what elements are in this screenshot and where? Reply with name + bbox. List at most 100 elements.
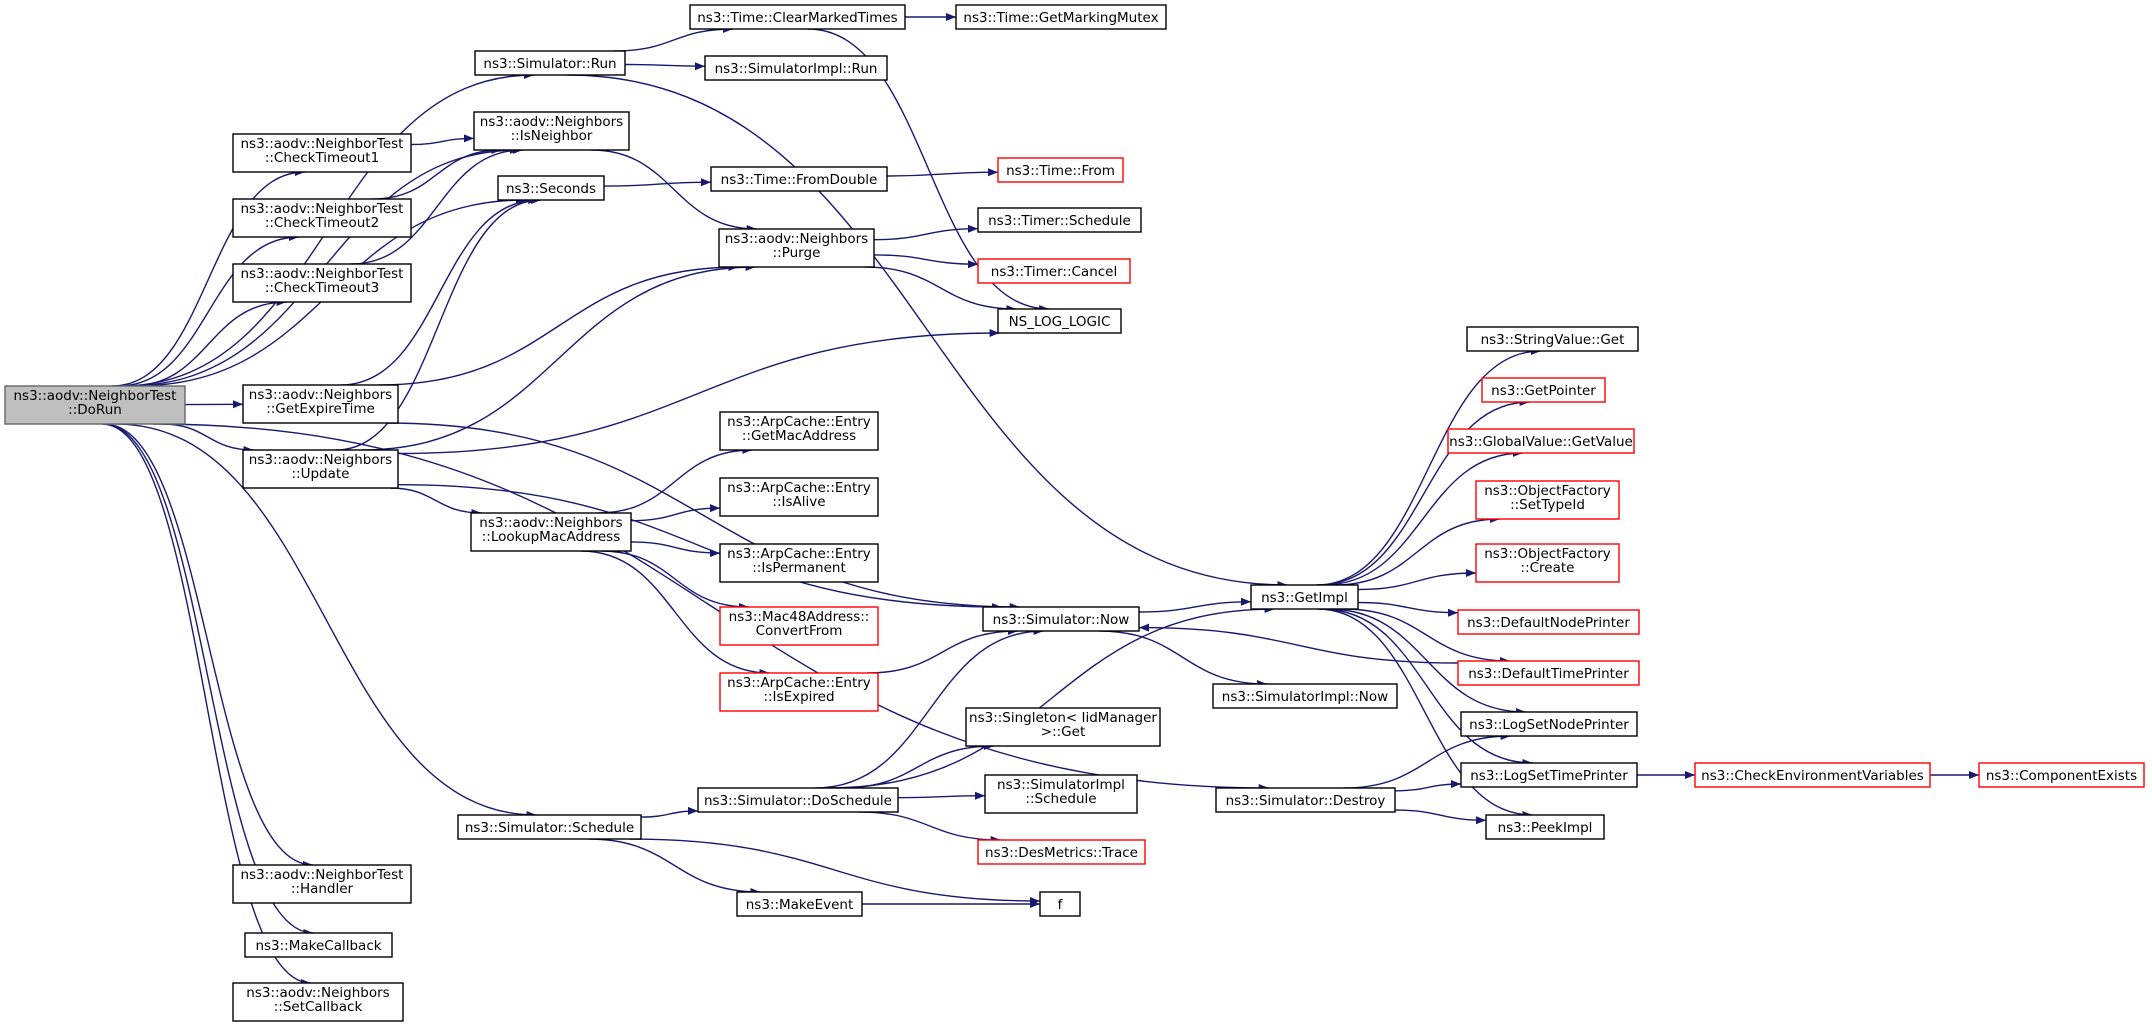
node-compexists[interactable]: ns3::ComponentExists <box>1978 762 2145 788</box>
node-checkenv[interactable]: ns3::CheckEnvironmentVariables <box>1694 762 1931 788</box>
node-defnodeprinter[interactable]: ns3::DefaultNodePrinter <box>1457 609 1640 635</box>
node-box <box>1460 711 1638 737</box>
node-label: ns3::SimulatorImpl::Run <box>715 61 878 77</box>
node-box <box>977 258 1131 284</box>
node-label: ns3::Simulator::Run <box>483 56 616 72</box>
node-label: ns3::Mac48Address:: <box>729 609 870 625</box>
node-label: ns3::Time::From <box>1006 163 1115 179</box>
edge-getexpire-to-purge <box>378 263 739 386</box>
node-globalget[interactable]: ns3::GlobalValue::GetValue <box>1447 428 1635 454</box>
node-getmacaddr[interactable]: ns3::ArpCache::Entry::GetMacAddress <box>719 411 879 451</box>
node-lookupmac[interactable]: ns3::aodv::Neighbors::LookupMacAddress <box>470 512 632 552</box>
edge-fromdouble-to-timefrom <box>886 168 999 177</box>
edge-getexpire-to-simnow <box>385 422 1020 611</box>
node-convertfrom[interactable]: ns3::Mac48Address::ConvertFrom <box>719 606 879 646</box>
node-isexpired[interactable]: ns3::ArpCache::Entry::IsExpired <box>719 672 879 712</box>
node-label: ns3::aodv::NeighborTest <box>14 388 177 404</box>
edge-doschedule-to-singleton <box>841 742 995 789</box>
node-box <box>1694 762 1931 788</box>
node-destroy[interactable]: ns3::Simulator::Destroy <box>1215 787 1396 813</box>
node-makecallback[interactable]: ns3::MakeCallback <box>244 932 393 958</box>
edge-simschedule-to-f <box>629 838 1041 905</box>
node-label: ::CheckTimeout2 <box>265 215 379 231</box>
node-simnow[interactable]: ns3::Simulator::Now <box>982 606 1140 632</box>
node-box <box>1457 609 1640 635</box>
edge-isexpired-to-simnow <box>867 627 1018 674</box>
node-stringget[interactable]: ns3::StringValue::Get <box>1466 326 1639 352</box>
node-implschedule[interactable]: ns3::SimulatorImpl::Schedule <box>984 774 1138 814</box>
node-label: ns3::aodv::NeighborTest <box>241 201 404 217</box>
edge-getimpl-to-defnodeprinter <box>1357 601 1459 617</box>
node-isneighbor[interactable]: ns3::aodv::Neighbors::IsNeighbor <box>473 111 630 151</box>
node-clearmarked[interactable]: ns3::Time::ClearMarkedTimes <box>689 4 906 30</box>
node-getmarkingmutex[interactable]: ns3::Time::GetMarkingMutex <box>955 4 1167 30</box>
node-implrun[interactable]: ns3::SimulatorImpl::Run <box>704 55 888 81</box>
node-f[interactable]: f <box>1039 891 1081 917</box>
node-isalive[interactable]: ns3::ArpCache::Entry::IsAlive <box>719 477 879 517</box>
edge-simschedule-to-makeevent <box>588 838 761 896</box>
edge-lookupmac-to-isexpired <box>580 550 770 677</box>
node-purge[interactable]: ns3::aodv::Neighbors::Purge <box>718 228 875 268</box>
node-settypeid[interactable]: ns3::ObjectFactory::SetTypeId <box>1475 480 1620 520</box>
node-box <box>710 166 888 192</box>
edge-getimpl-to-logsetnode <box>1327 608 1526 716</box>
node-label: ns3::Time::FromDouble <box>721 172 878 188</box>
edge-purge-to-timercancel <box>873 254 979 269</box>
node-label: ns3::Timer::Schedule <box>988 213 1131 229</box>
node-deftimeprinter[interactable]: ns3::DefaultTimePrinter <box>1457 660 1640 686</box>
node-getexpire[interactable]: ns3::aodv::Neighbors::GetExpireTime <box>242 384 399 424</box>
node-ispermanent[interactable]: ns3::ArpCache::Entry::IsPermanent <box>719 543 879 583</box>
node-update[interactable]: ns3::aodv::Neighbors::Update <box>242 449 399 489</box>
node-logsetnode[interactable]: ns3::LogSetNodePrinter <box>1460 711 1638 737</box>
node-peekimpl[interactable]: ns3::PeekImpl <box>1485 814 1605 840</box>
node-implnow[interactable]: ns3::SimulatorImpl::Now <box>1212 683 1398 709</box>
node-checktimeout1[interactable]: ns3::aodv::NeighborTest::CheckTimeout1 <box>232 133 412 173</box>
node-desmetrics[interactable]: ns3::DesMetrics::Trace <box>977 839 1146 865</box>
node-box <box>719 543 879 583</box>
edge-dorun-to-destroy <box>153 423 1269 792</box>
node-getpointer[interactable]: ns3::GetPointer <box>1481 377 1606 403</box>
node-label: ::SetTypeId <box>1510 497 1585 513</box>
node-checktimeout3[interactable]: ns3::aodv::NeighborTest::CheckTimeout3 <box>232 263 412 303</box>
node-run[interactable]: ns3::Simulator::Run <box>474 50 626 76</box>
node-makeevent[interactable]: ns3::MakeEvent <box>736 891 863 917</box>
node-box <box>719 606 879 646</box>
node-seconds[interactable]: ns3::Seconds <box>497 175 605 201</box>
node-create[interactable]: ns3::ObjectFactory::Create <box>1475 543 1620 583</box>
node-timefrom[interactable]: ns3::Time::From <box>997 157 1124 183</box>
node-singleton[interactable]: ns3::Singleton< IidManager>::Get <box>965 707 1161 747</box>
node-timerschedule[interactable]: ns3::Timer::Schedule <box>977 207 1142 233</box>
node-setcallback[interactable]: ns3::aodv::Neighbors::SetCallback <box>232 982 404 1022</box>
node-box <box>473 111 630 151</box>
edge-update-to-nslog <box>397 329 1000 455</box>
node-box <box>697 787 899 813</box>
node-logsettime[interactable]: ns3::LogSetTimePrinter <box>1460 762 1638 788</box>
node-checktimeout2[interactable]: ns3::aodv::NeighborTest::CheckTimeout2 <box>232 198 412 238</box>
node-box <box>719 672 879 712</box>
node-box <box>997 308 1122 334</box>
node-label: ns3::aodv::Neighbors <box>479 515 622 531</box>
node-label: ns3::GlobalValue::GetValue <box>1449 434 1633 450</box>
node-label: ns3::ObjectFactory <box>1484 483 1611 499</box>
edge-getimpl-to-create <box>1357 569 1477 591</box>
edge-dorun-to-update <box>161 423 254 454</box>
edge-doschedule-to-getimpl <box>827 605 1275 789</box>
node-label: ::IsPermanent <box>752 560 846 576</box>
node-doschedule[interactable]: ns3::Simulator::DoSchedule <box>697 787 899 813</box>
edge-dorun-to-checktimeout3 <box>130 298 287 387</box>
node-timercancel[interactable]: ns3::Timer::Cancel <box>977 258 1131 284</box>
node-dorun[interactable]: ns3::aodv::NeighborTest::DoRun <box>4 385 186 425</box>
node-box <box>965 707 1161 747</box>
node-label: ::Schedule <box>1025 791 1096 807</box>
node-fromdouble[interactable]: ns3::Time::FromDouble <box>710 166 888 192</box>
edge-seconds-to-fromdouble <box>603 178 712 187</box>
node-handler[interactable]: ns3::aodv::NeighborTest::Handler <box>232 864 412 904</box>
node-getimpl[interactable]: ns3::GetImpl <box>1250 584 1359 610</box>
node-label: ns3::ComponentExists <box>1986 768 2137 784</box>
edge-getexpire-to-seconds <box>340 196 539 386</box>
node-simschedule[interactable]: ns3::Simulator::Schedule <box>457 814 642 840</box>
node-label: ns3::StringValue::Get <box>1481 332 1625 348</box>
node-nslog[interactable]: NS_LOG_LOGIC <box>997 308 1122 334</box>
node-label: ::IsNeighbor <box>511 128 593 144</box>
node-box <box>244 932 393 958</box>
